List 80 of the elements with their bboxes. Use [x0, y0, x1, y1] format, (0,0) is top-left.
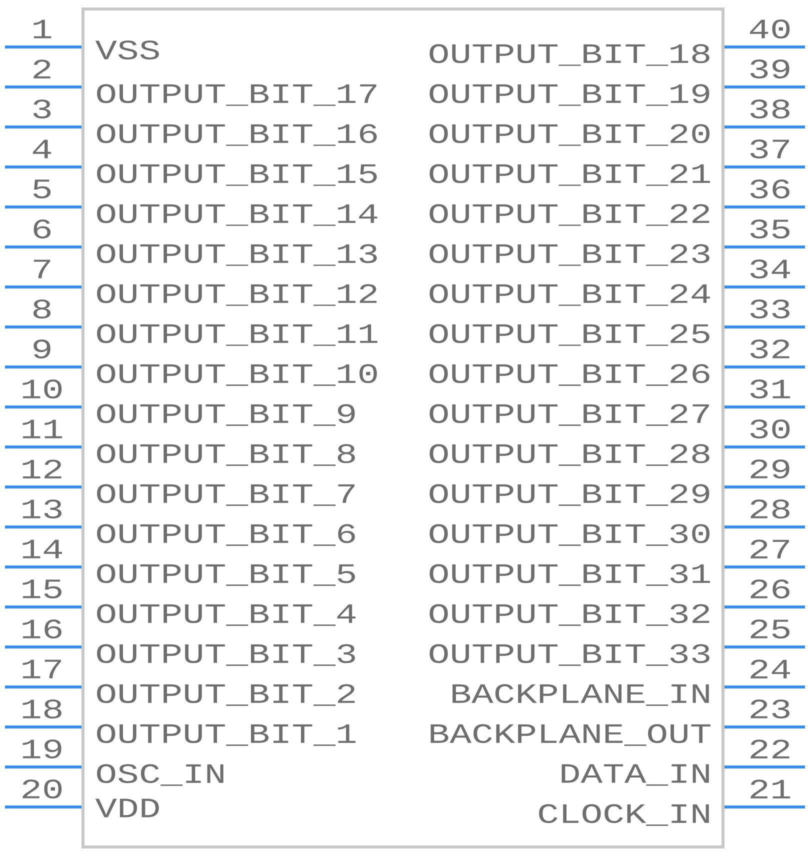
pin-number: 24 — [750, 660, 790, 678]
pin-name: OUTPUT_BIT_27 — [430, 404, 709, 426]
pin-number: 6 — [34, 220, 51, 238]
pin-name: OUTPUT_BIT_2 — [97, 684, 355, 706]
pin-number: 37 — [750, 140, 789, 158]
pin-number: 4 — [32, 140, 52, 158]
pin-number: 13 — [22, 500, 62, 518]
pin-number: 29 — [750, 460, 790, 478]
pin-name: OUTPUT_BIT_21 — [430, 164, 710, 186]
pin-name: OUTPUT_BIT_26 — [430, 364, 710, 386]
pin-name: OUTPUT_BIT_15 — [97, 164, 377, 186]
pin-number: 21 — [750, 780, 790, 798]
pin-name: OUTPUT_BIT_13 — [97, 244, 377, 266]
pin-name: OUTPUT_BIT_17 — [97, 84, 376, 106]
pin-number: 20 — [22, 780, 62, 798]
pin-number: 9 — [34, 340, 50, 358]
pin-number: 22 — [750, 740, 790, 758]
pin-number: 2 — [34, 60, 50, 78]
pin-number: 40 — [750, 20, 790, 38]
pin-name: OUTPUT_BIT_25 — [430, 324, 710, 346]
pin-number: 15 — [22, 580, 62, 598]
pin-number: 33 — [750, 300, 790, 318]
pin-name: OUTPUT_BIT_18 — [430, 44, 710, 66]
pin-number: 25 — [750, 620, 790, 638]
pin-name: BACKPLANE_OUT — [430, 724, 710, 746]
pin-number: 12 — [22, 460, 62, 478]
pin-name: OUTPUT_BIT_7 — [97, 484, 354, 506]
pin-number: 27 — [750, 540, 789, 558]
pin-name: CLOCK_IN — [539, 804, 709, 826]
pin-name: OUTPUT_BIT_14 — [97, 204, 378, 226]
pin-number: 16 — [22, 620, 62, 638]
pin-number: 39 — [750, 60, 790, 78]
pin-number: 31 — [750, 380, 790, 398]
pin-name: OUTPUT_BIT_19 — [430, 84, 710, 106]
pin-name: OUTPUT_BIT_11 — [97, 324, 378, 346]
pin-number: 3 — [33, 100, 51, 118]
pin-name: OUTPUT_BIT_5 — [97, 564, 355, 586]
pin-number: 34 — [750, 260, 790, 278]
pin-number: 14 — [22, 540, 62, 558]
pin-name: OUTPUT_BIT_31 — [430, 564, 710, 586]
pin-name: OUTPUT_BIT_3 — [97, 644, 355, 666]
pin-number: 35 — [750, 220, 790, 238]
pin-name: VDD — [95, 798, 159, 818]
pin-name: OUTPUT_BIT_28 — [430, 444, 710, 466]
pin-name: VSS — [95, 40, 159, 60]
pin-name: OUTPUT_BIT_29 — [430, 484, 710, 506]
pin-name: OUTPUT_BIT_33 — [430, 644, 710, 666]
pin-number: 32 — [750, 340, 790, 358]
pin-name: OUTPUT_BIT_20 — [430, 124, 710, 146]
pin-number: 30 — [750, 420, 790, 438]
pin-name: BACKPLANE_IN — [452, 684, 709, 706]
pin-number: 11 — [22, 420, 62, 438]
pin-number: 8 — [33, 300, 51, 318]
pin-number: 19 — [22, 740, 62, 758]
pin-number: 7 — [34, 260, 50, 278]
pin-name: OUTPUT_BIT_16 — [97, 124, 377, 146]
pin-number: 23 — [750, 700, 790, 718]
pin-number: 10 — [22, 380, 62, 398]
pin-name: OUTPUT_BIT_22 — [430, 204, 710, 226]
pin-number: 18 — [22, 700, 62, 718]
pin-name: OUTPUT_BIT_6 — [97, 524, 355, 546]
pin-number: 5 — [33, 180, 51, 198]
pin-name: OUTPUT_BIT_8 — [97, 444, 355, 466]
pin-number: 1 — [34, 20, 52, 38]
pin-number: 28 — [750, 500, 790, 518]
pin-name: OUTPUT_BIT_24 — [430, 284, 710, 306]
pin-name: OUTPUT_BIT_9 — [97, 404, 355, 426]
pin-name: DATA_IN — [562, 764, 709, 786]
pin-name: OUTPUT_BIT_32 — [430, 604, 710, 626]
pin-name: OSC_IN — [97, 764, 224, 786]
pin-name: OUTPUT_BIT_1 — [97, 724, 356, 746]
pin-name: OUTPUT_BIT_30 — [430, 524, 710, 546]
pin-name: OUTPUT_BIT_23 — [430, 244, 710, 266]
pin-number: 36 — [750, 180, 790, 198]
pin-number: 38 — [750, 100, 790, 118]
pin-number: 17 — [22, 660, 61, 678]
pin-name: OUTPUT_BIT_10 — [97, 364, 377, 386]
pin-name: OUTPUT_BIT_4 — [97, 604, 356, 626]
pin-number: 26 — [750, 580, 790, 598]
pin-name: OUTPUT_BIT_12 — [97, 284, 377, 306]
